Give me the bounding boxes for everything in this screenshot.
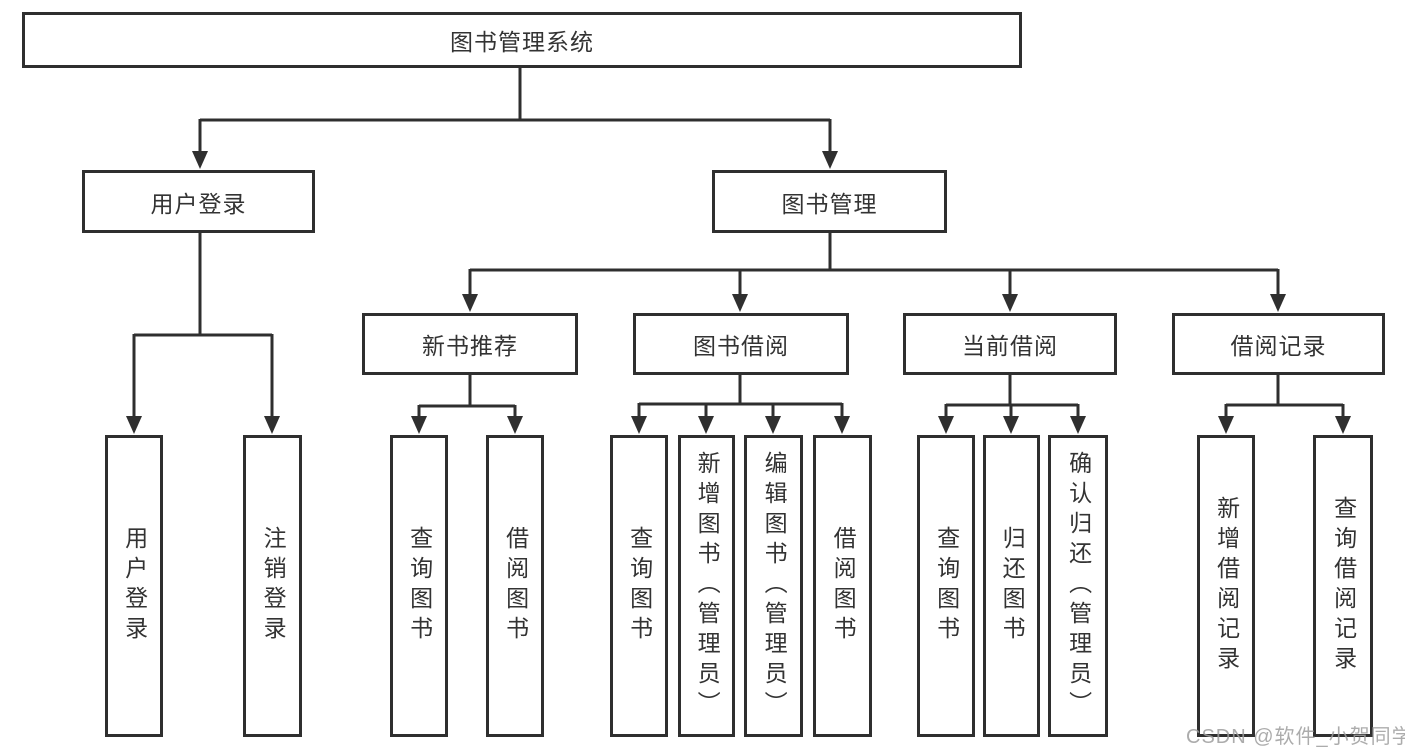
node-user-login: 用户登录: [82, 170, 315, 233]
node-cb-return-books: 归还图书: [983, 435, 1040, 737]
node-nb-borrow-books: 借阅图书: [486, 435, 544, 737]
node-cb-query-books: 查询图书: [917, 435, 975, 737]
node-user-login-leaf: 用户登录: [105, 435, 163, 737]
node-new-book-recommend: 新书推荐: [362, 313, 578, 375]
node-current-borrowing: 当前借阅: [903, 313, 1117, 375]
node-br-query-record: 查询借阅记录: [1313, 435, 1373, 737]
node-bb-query-books: 查询图书: [610, 435, 668, 737]
node-cb-confirm-return-admin: 确认归还（管理员）: [1048, 435, 1108, 737]
node-library-management-system: 图书管理系统: [22, 12, 1022, 68]
node-book-borrowing: 图书借阅: [633, 313, 849, 375]
node-br-add-record: 新增借阅记录: [1197, 435, 1255, 737]
node-book-management: 图书管理: [712, 170, 947, 233]
node-bb-edit-books-admin: 编辑图书（管理员）: [744, 435, 803, 737]
node-nb-query-books: 查询图书: [390, 435, 448, 737]
node-logout-leaf: 注销登录: [243, 435, 302, 737]
node-bb-add-books-admin: 新增图书（管理员）: [678, 435, 735, 737]
node-borrow-records: 借阅记录: [1172, 313, 1385, 375]
node-bb-borrow-books: 借阅图书: [813, 435, 872, 737]
